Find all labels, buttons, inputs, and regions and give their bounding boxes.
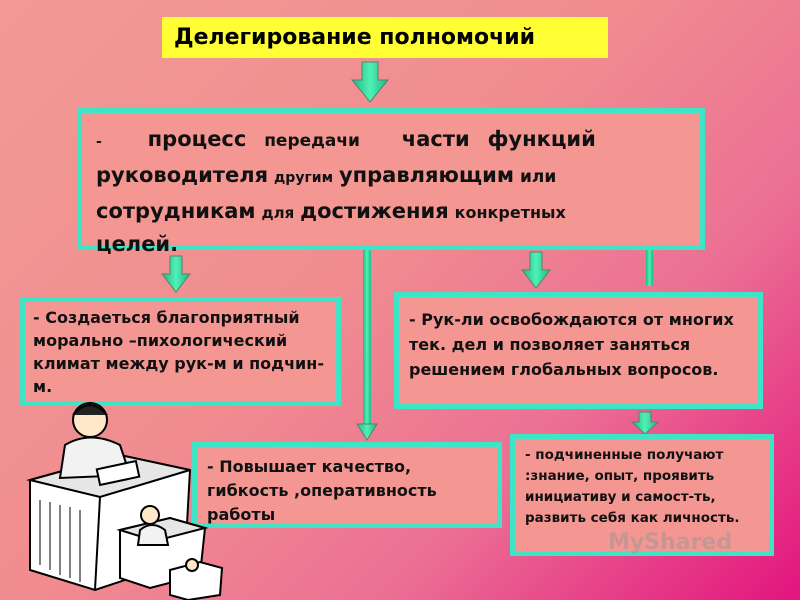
definition-word: конкретных <box>454 203 566 222</box>
climate-box: - Создаеться благоприятный морально –пих… <box>20 297 341 406</box>
page-title: Делегирование полномочий <box>162 17 608 58</box>
definition-word: другим <box>274 170 334 186</box>
definition-dash: - <box>96 134 102 150</box>
connector-line <box>646 250 653 286</box>
subordinates-box: - подчиненные получают :знание, опыт, пр… <box>510 434 774 556</box>
definition-word: целей. <box>96 232 179 256</box>
definition-box: - процесс передачи части функций руковод… <box>77 108 705 256</box>
definition-word: части <box>401 127 470 151</box>
definition-word: для <box>261 204 295 222</box>
definition-word: процесс <box>147 127 247 151</box>
definition-word: передачи <box>264 131 360 151</box>
definition-word: сотрудникам <box>96 199 256 223</box>
arrow-down-icon <box>350 61 390 103</box>
connector-line <box>363 250 371 426</box>
quality-box: - Повышает качество, гибкость ,оперативн… <box>192 442 502 528</box>
arrow-down-icon <box>160 255 192 293</box>
arrow-down-icon <box>356 423 378 441</box>
watermark: MyShared <box>608 530 733 555</box>
definition-word: достижения <box>300 199 449 223</box>
arrow-down-icon <box>520 251 552 289</box>
definition-word: функций <box>487 127 596 151</box>
definition-word: управляющим <box>338 163 515 187</box>
definition-word: руководителя <box>96 163 269 187</box>
arrow-down-icon <box>630 411 660 435</box>
global-tasks-box: - Рук-ли освобождаются от многих тек. де… <box>394 292 763 409</box>
definition-word: или <box>519 167 557 187</box>
